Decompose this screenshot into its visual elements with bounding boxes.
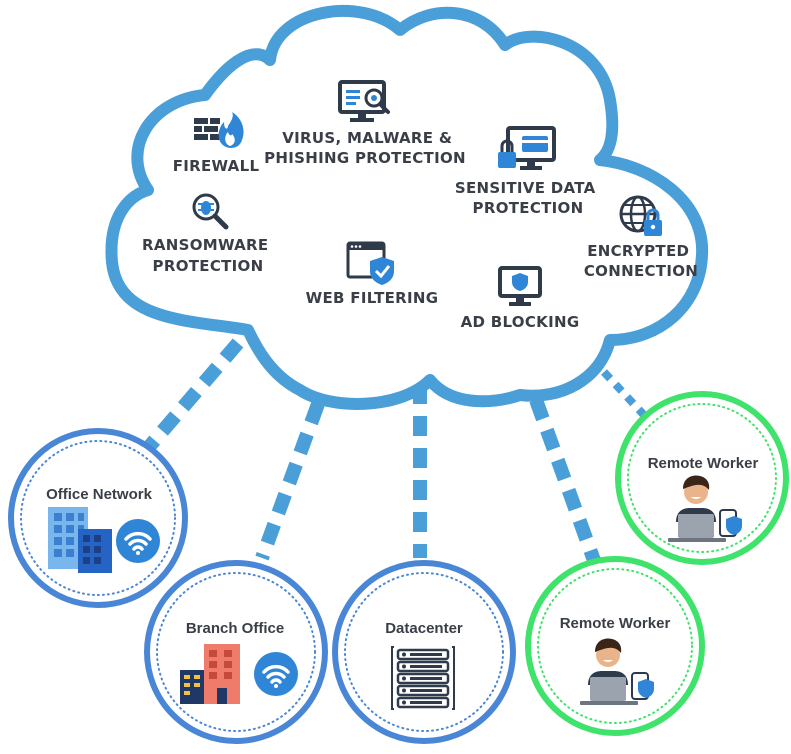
branch-office-node: Branch Office	[144, 560, 328, 744]
office-network-label: Office Network	[46, 486, 153, 503]
remote-worker-node-1: Remote Worker	[615, 391, 789, 565]
sensitive-data-label: SENSITIVE DATA PROTECTION	[455, 179, 601, 217]
remote-worker-node-2: Remote Worker	[525, 556, 705, 736]
ad-blocking-label: AD BLOCKING	[461, 313, 580, 331]
connector-office	[142, 338, 244, 453]
datacenter-label: Datacenter	[385, 620, 463, 637]
datacenter-node: Datacenter	[332, 560, 516, 744]
connector-remote1	[601, 369, 659, 431]
connector-remote2	[529, 397, 603, 569]
server-rack-icon	[391, 646, 455, 710]
firewall-icon	[194, 112, 244, 148]
globe-lock-icon	[619, 195, 662, 236]
monitor-scan-icon	[338, 80, 390, 122]
remote-worker-2-label: Remote Worker	[560, 615, 671, 632]
cloud-outline	[105, 4, 709, 410]
security-cloud	[105, 4, 709, 410]
monitor-lock-icon	[498, 126, 556, 170]
firewall-label: FIREWALL	[173, 157, 260, 175]
office-network-node: Office Network	[8, 428, 188, 608]
branch-building-wifi-icon	[180, 644, 298, 704]
ransomware-label: RANSOMWARE PROTECTION	[142, 236, 274, 275]
encrypted-connection-label: ENCRYPTED CONNECTION	[584, 242, 698, 280]
monitor-shield-icon	[498, 266, 542, 306]
connector-branch	[255, 401, 325, 561]
browser-shield-icon	[346, 241, 394, 285]
bug-magnifier-icon	[192, 193, 229, 230]
office-building-wifi-icon	[48, 507, 160, 573]
virus-malware-label: VIRUS, MALWARE & PHISHING PROTECTION	[264, 129, 466, 167]
remote-worker-1-label: Remote Worker	[648, 455, 759, 472]
connectors	[142, 338, 659, 569]
remote-worker-icon	[668, 475, 742, 542]
branch-office-label: Branch Office	[186, 620, 284, 637]
remote-worker-icon	[580, 638, 654, 705]
web-filtering-label: WEB FILTERING	[306, 289, 439, 307]
